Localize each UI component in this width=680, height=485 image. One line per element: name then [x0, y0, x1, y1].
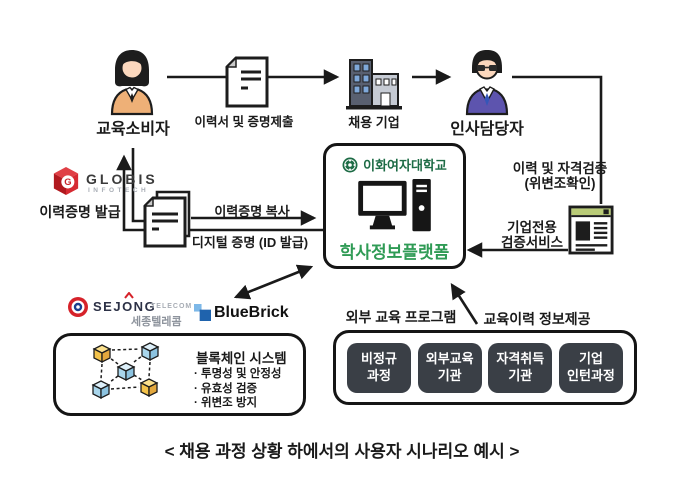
company-label: 채용 기업: [348, 115, 400, 130]
caption: < 채용 과정 상황 하에서의 사용자 시나리오 예시 >: [164, 442, 520, 461]
blockchain-title: 블록체인 시스템: [196, 351, 287, 366]
bluebrick-mark-icon: [194, 304, 211, 321]
ewha-univ-label: 이화여자대학교: [363, 158, 447, 173]
service-label-2: 검증서비스: [500, 235, 564, 250]
sejong-caret-icon: [124, 292, 134, 299]
verify-service-browser-icon: [568, 205, 614, 255]
edu-box-intern: 기업 인턴과정: [558, 342, 623, 393]
globis-name: GLOBIS: [86, 171, 158, 187]
edu-box-line: 기관: [437, 367, 462, 383]
resume-doc-icon: [225, 56, 269, 108]
sejong-name: SEJONG: [93, 299, 157, 314]
edu-box-line: 과정: [367, 367, 391, 383]
hr-person-icon: [465, 50, 509, 116]
blockchain-item: · 위변조 방지: [194, 397, 258, 409]
verify-label-1: 이력 및 자격검증: [512, 161, 608, 176]
bluebrick-name: BlueBrick: [214, 304, 289, 321]
company-building-icon: [346, 59, 402, 110]
edu-box-line: 기관: [508, 367, 533, 383]
external-program-label: 외부 교육 프로그램: [345, 309, 457, 325]
platform-name-label: 학사정보플랫폼: [339, 243, 450, 262]
platform-box: 이화여자대학교 학사정보플랫폼: [323, 143, 466, 269]
blockchain-box: 블록체인 시스템 · 투명성 및 안정성 · 유효성 검증 · 위변조 방지: [53, 333, 306, 416]
cert-docs-icon: [143, 190, 191, 248]
globis-subname: INFOTECH: [88, 187, 150, 194]
edu-history-label: 교육이력 정보제공: [483, 311, 591, 327]
edu-box-line: 인턴과정: [567, 367, 615, 383]
service-label-1: 기업전용: [507, 220, 557, 235]
globis-issue-label: 이력증명 발급: [39, 204, 121, 220]
edu-box-certification: 자격취득 기관: [488, 342, 553, 393]
verify-label-2: (위변조확인): [524, 176, 596, 191]
edu-box-nonregular: 비정규 과정: [347, 342, 411, 393]
edu-box-line: 자격취득: [496, 351, 545, 367]
globis-cube-icon: G: [53, 167, 79, 195]
sejong-korean-label: 세종텔레콤: [131, 316, 182, 328]
edu-box-external: 외부교육 기관: [417, 342, 482, 393]
submission-label: 이력서 및 증명제출: [194, 115, 294, 129]
computer-icon: [358, 179, 431, 232]
svg-text:G: G: [64, 177, 71, 187]
education-box: 비정규 과정 외부교육 기관 자격취득 기관 기업 인턴과정: [333, 330, 637, 405]
consumer-person-icon: [110, 50, 154, 116]
digital-id-label: 디지털 증명 (ID 발급): [191, 235, 309, 250]
blockchain-cubes-icon: [91, 342, 160, 400]
edu-box-line: 비정규: [361, 351, 397, 367]
blockchain-item: · 유효성 검증: [194, 383, 258, 395]
hr-label: 인사담당자: [450, 121, 524, 138]
blockchain-item: · 투명성 및 안정성: [194, 368, 282, 380]
consumer-label: 교육소비자: [96, 121, 170, 138]
sejong-telecom-label: TELECOM: [151, 303, 193, 310]
ewha-seal-icon: [342, 157, 358, 172]
edu-box-line: 기업: [579, 351, 603, 367]
edu-box-line: 외부교육: [425, 351, 474, 367]
sejong-mark-icon: [68, 297, 88, 317]
cert-copy-label: 이력증명 복사: [214, 204, 290, 219]
